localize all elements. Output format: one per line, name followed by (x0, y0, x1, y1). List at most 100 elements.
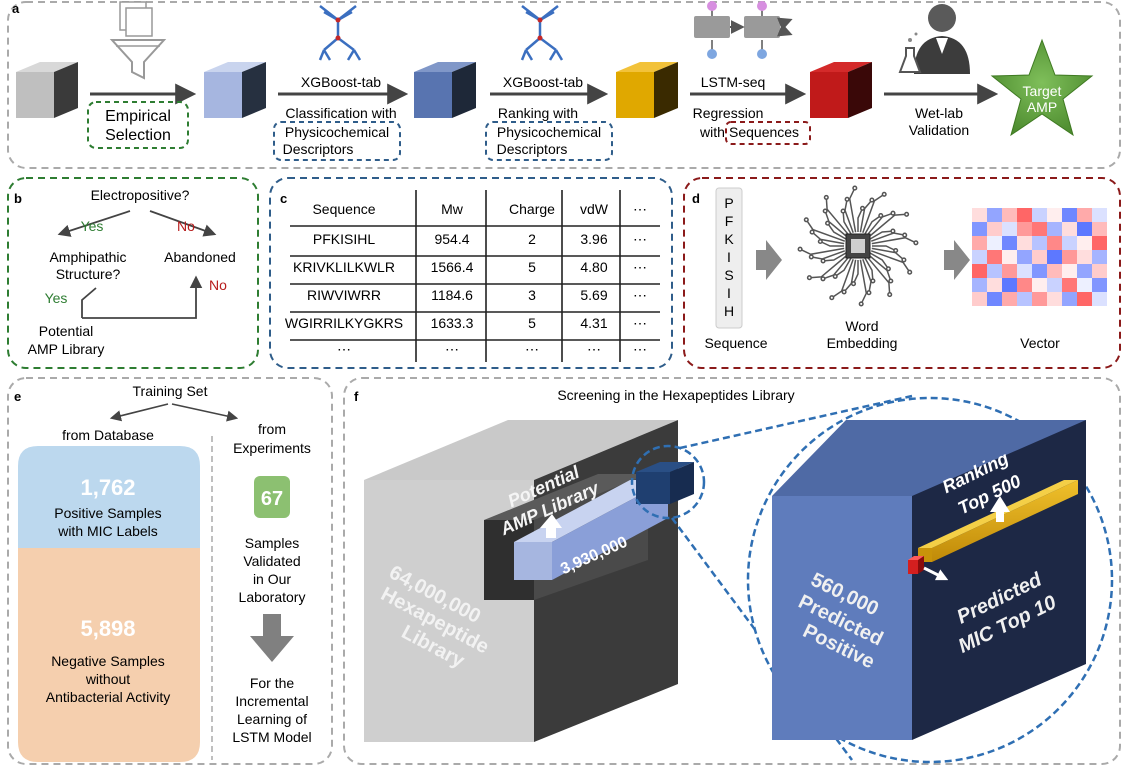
sequence-strip (715, 187, 743, 329)
positive-count: 1,762 (80, 475, 135, 500)
circuit-node (803, 217, 809, 223)
heatmap-cell (1077, 292, 1092, 306)
result-label-2: AMP Library (28, 341, 105, 357)
heatmap-cell (1017, 278, 1032, 292)
circuit-trace (826, 222, 847, 240)
circuit-trace (869, 230, 893, 240)
panel-c-border (269, 177, 673, 369)
heatmap-cell (1002, 236, 1017, 250)
heatmap-cell (1077, 236, 1092, 250)
sequence-letter: S (724, 267, 733, 283)
circuit-trace (811, 231, 845, 245)
yes-label-1: Yes (81, 218, 104, 234)
circuit-node (901, 257, 907, 263)
circuit-trace (868, 213, 907, 238)
down-arrow-icon (250, 614, 294, 662)
up-arrow-icon (540, 514, 562, 538)
circuit-node (841, 289, 847, 295)
circuit-node (809, 229, 815, 235)
circuit-node (823, 194, 829, 200)
lstm-icon (694, 1, 793, 59)
heatmap-cell (1017, 264, 1032, 278)
heatmap-cell (1077, 222, 1092, 236)
circuit-trace (842, 211, 852, 235)
incremental-label-1: For the (250, 675, 295, 691)
branch-yes2-arrow (81, 287, 97, 318)
target-star (990, 38, 1094, 137)
circuit-trace (805, 219, 846, 242)
circuit-node (890, 210, 896, 216)
table-cell: ⋯ (633, 341, 647, 357)
panel-f-letter: f (354, 389, 359, 404)
circuit-node (881, 191, 887, 197)
cube-light-blue (204, 62, 266, 118)
circuit-trace (848, 187, 857, 233)
step4-label-2a: with (699, 124, 725, 140)
table-cell: 4.31 (580, 315, 607, 331)
circuit-trace (871, 236, 917, 245)
from-experiments-1: from (258, 421, 286, 437)
experiment-label-3: in Our (253, 571, 291, 587)
circuit-node (844, 196, 850, 202)
table-cell: ⋯ (633, 259, 647, 275)
heatmap-cell (987, 236, 1002, 250)
from-database-label: from Database (62, 427, 154, 443)
panel-d-border (683, 177, 1121, 369)
table-cell: 954.4 (434, 231, 469, 247)
positive-samples-box (18, 446, 200, 548)
heatmap-cell (1002, 278, 1017, 292)
heatmap-cell (1032, 236, 1047, 250)
heatmap-cell (972, 292, 987, 306)
step3-descriptor-box (485, 121, 613, 161)
table-cell: 4.80 (580, 259, 607, 275)
heatmap-cell (1062, 250, 1077, 264)
sequence-letters: PFKISIH (724, 195, 734, 319)
sequence-letter: F (725, 213, 734, 229)
experiment-label-1: Samples (245, 535, 299, 551)
flow-to-abandoned-arrow (82, 275, 203, 319)
circuit-trace (862, 258, 872, 293)
question-amphipathic-2: Structure? (56, 266, 121, 282)
sequence-letter: H (724, 303, 734, 319)
table-header-cell: vdW (580, 201, 609, 217)
table-cell: ⋯ (445, 341, 459, 357)
experiment-count: 67 (261, 488, 283, 510)
circuit-node (913, 240, 919, 246)
heatmap-cell (1032, 292, 1047, 306)
table-cell: RIWVIWRR (307, 287, 381, 303)
circuit-node (887, 292, 893, 298)
cube-red (810, 62, 872, 118)
circuit-trace (862, 193, 885, 234)
heatmap-cell (1032, 208, 1047, 222)
panel-e: e Training Set from Database from Experi… (7, 377, 333, 765)
circuit-trace (843, 259, 857, 293)
step4-label-2b: Sequences (729, 124, 799, 140)
heatmap-cell (987, 222, 1002, 236)
heatmap-cell (1092, 278, 1107, 292)
heatmap-cell (1017, 236, 1032, 250)
table-cell: KRIVKLILKWLR (293, 259, 395, 275)
heatmap-cell (1062, 222, 1077, 236)
step5-label-2: Validation (909, 122, 969, 138)
circuit-node (888, 278, 894, 284)
circuit-trace (866, 212, 894, 236)
zoom-line-top (679, 394, 913, 450)
table-cell: ⋯ (337, 341, 351, 357)
step4-label-1: Regression (693, 105, 764, 121)
heatmap-cell (1092, 236, 1107, 250)
circuit-trace (859, 259, 868, 305)
target-label-2: AMP (1027, 99, 1057, 115)
table-header-cell: Sequence (312, 201, 375, 217)
arrow-right-icon (756, 240, 782, 280)
table-cell: 3.96 (580, 231, 607, 247)
heatmap-cell (1062, 278, 1077, 292)
branch-yes-arrow (57, 210, 131, 237)
negative-label-3: Antibacterial Activity (46, 689, 171, 705)
cube-initial (16, 62, 78, 118)
circuit-node (902, 232, 908, 238)
heatmap-cell (1047, 236, 1062, 250)
circuit-trace (866, 256, 891, 295)
step4-method: LSTM-seq (701, 74, 766, 90)
table-header-cell: Charge (509, 201, 555, 217)
